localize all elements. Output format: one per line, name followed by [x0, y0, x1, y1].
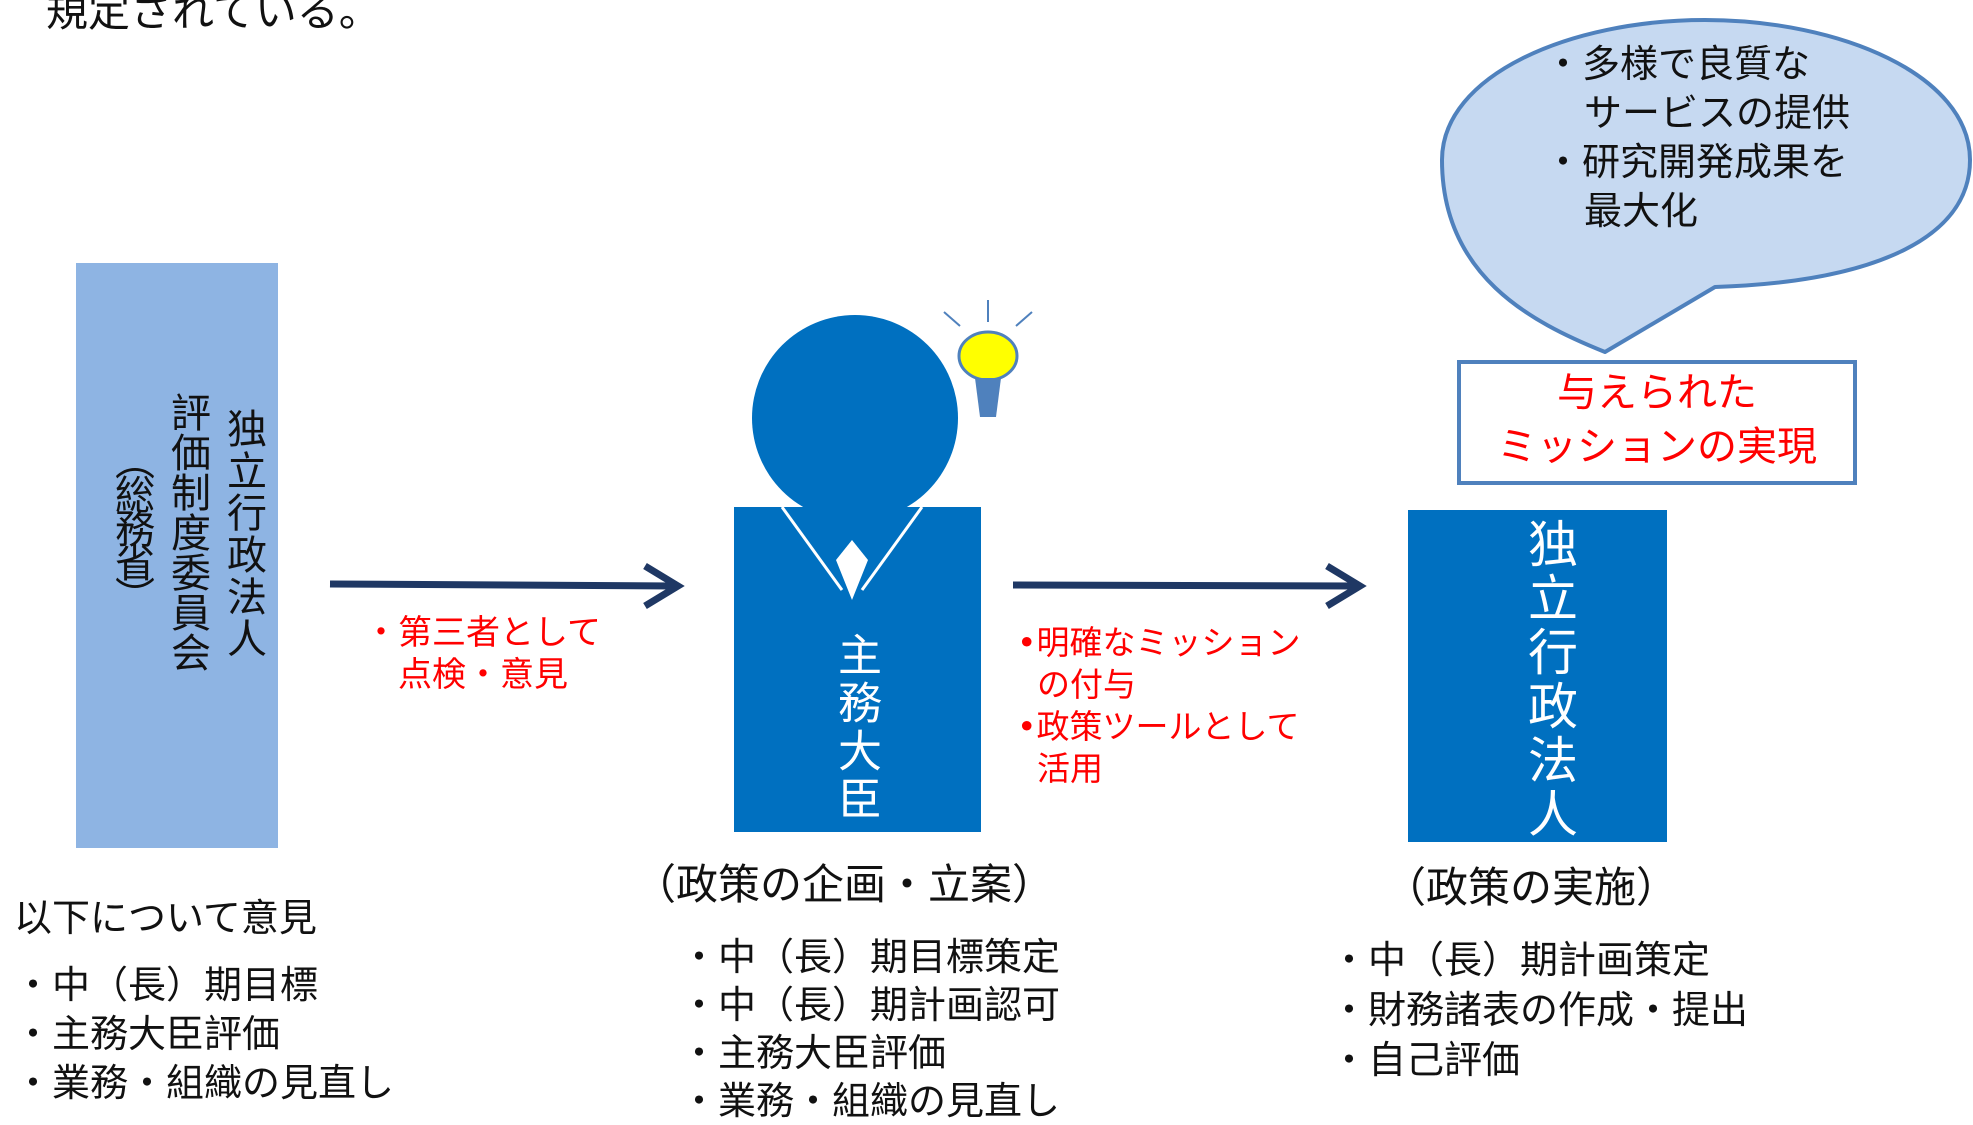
agency-label-text: 独立行政法人	[1520, 518, 1578, 842]
list-item: ・中（長）期計画認可	[680, 983, 1061, 1027]
mission-text: 与えられた ミッションの実現	[1459, 366, 1855, 474]
bubble-line: 最大化	[1584, 189, 1699, 233]
arrow1-note-line: 点検・意見	[398, 655, 568, 695]
tie-icon	[780, 506, 924, 600]
speech-bubble	[1440, 18, 1972, 354]
list-item: ・業務・組織の見直し	[14, 1061, 395, 1105]
list-item: ・中（長）期計画策定	[1330, 938, 1711, 982]
arrow2-note-line: •政策ツールとして	[1017, 707, 1300, 746]
committee-title: 独立行政法人	[218, 408, 268, 660]
minister-label-text: 主務大臣	[830, 632, 881, 824]
arrow1-note: ・第三者として 点検・意見	[364, 612, 601, 696]
arrow2-note: •明確なミッション の付与 •政策ツールとして 活用	[1017, 622, 1300, 790]
minister-items: ・中（長）期目標策定 ・中（長）期計画認可 ・主務大臣評価 ・業務・組織の見直し	[680, 933, 1060, 1125]
agency-label: 独立行政法人	[1520, 518, 1578, 842]
list-item: ・主務大臣評価	[14, 1012, 281, 1056]
left-heading: 以下について意見	[14, 896, 317, 940]
committee-ministry: （総務省）	[106, 440, 156, 610]
arrow2-note-line: •明確なミッション	[1017, 623, 1301, 662]
arrow2-note-line: 活用	[1037, 749, 1103, 788]
list-item: ・主務大臣評価	[680, 1031, 947, 1075]
list-item: ・自己評価	[1330, 1038, 1521, 1082]
arrow-minister-to-agency	[1012, 563, 1367, 609]
agency-box	[1408, 510, 1667, 842]
list-item: ・財務諸表の作成・提出	[1330, 988, 1749, 1032]
committee-ministry-text: （総務省）	[108, 440, 154, 610]
bubble-line: サービスの提供	[1584, 91, 1851, 135]
mission-line: 与えられた	[1557, 370, 1757, 416]
minister-label: 主務大臣	[830, 632, 881, 824]
top-text: 規定されている。	[46, 0, 381, 36]
left-items: ・中（長）期目標 ・主務大臣評価 ・業務・組織の見直し	[14, 961, 394, 1108]
bubble-line: ・多様で良質な	[1544, 42, 1811, 86]
committee-name: 評価制度委員会	[162, 392, 212, 672]
committee-name-text: 評価制度委員会	[164, 392, 210, 672]
list-item: ・中（長）期目標策定	[680, 935, 1061, 979]
agency-caption: （政策の実施）	[1384, 863, 1679, 912]
list-item: ・中（長）期目標	[14, 963, 319, 1007]
list-item: ・業務・組織の見直し	[680, 1079, 1061, 1123]
committee-title-text: 独立行政法人	[220, 408, 266, 660]
arrow1-note-line: ・第三者として	[364, 613, 601, 653]
minister-figure	[734, 315, 981, 832]
bubble-line: ・研究開発成果を	[1544, 140, 1849, 184]
arrow2-note-line: の付与	[1037, 665, 1136, 704]
minister-caption: （政策の企画・立案）	[634, 860, 1055, 909]
agency-items: ・中（長）期計画策定 ・財務諸表の作成・提出 ・自己評価	[1330, 935, 1748, 1085]
mission-line: ミッションの実現	[1497, 424, 1817, 470]
mission-box	[1457, 360, 1857, 485]
lightbulb-icon	[943, 300, 1033, 417]
bubble-text: ・多様で良質な サービスの提供 ・研究開発成果を 最大化	[1544, 40, 1850, 236]
arrow-committee-to-minister	[329, 563, 685, 609]
minister-head	[752, 315, 958, 521]
committee-box	[76, 263, 278, 848]
